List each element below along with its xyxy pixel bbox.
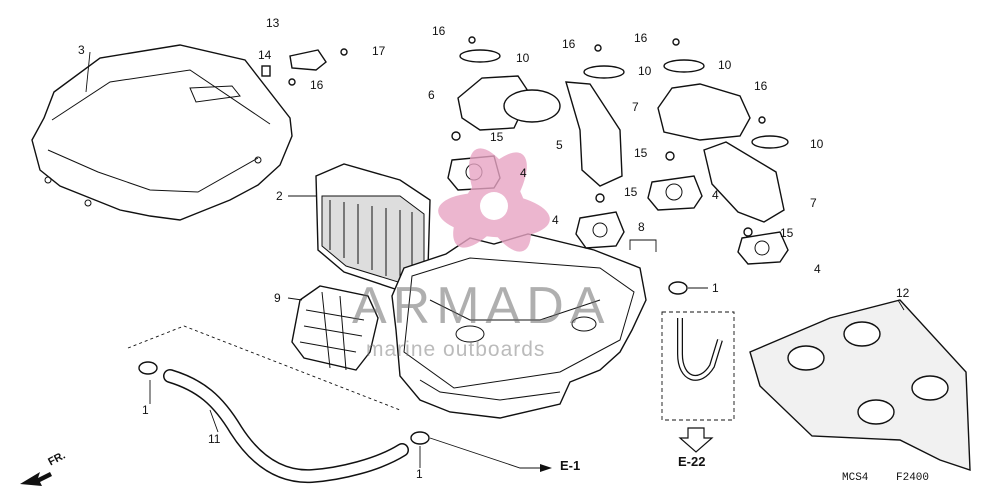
air-filter-element bbox=[315, 163, 431, 291]
callout-11: 11 bbox=[208, 432, 221, 446]
callout-10-b: 10 bbox=[638, 64, 652, 78]
figure-code-right: F2400 bbox=[896, 472, 930, 484]
reference-arrows bbox=[429, 437, 552, 472]
front-arrow-icon bbox=[20, 472, 52, 486]
leader-lines bbox=[85, 51, 905, 468]
callout-4-c: 4 bbox=[552, 213, 559, 227]
callout-13: 13 bbox=[266, 16, 280, 30]
callout-6: 6 bbox=[428, 88, 435, 102]
watermark-logo bbox=[438, 148, 550, 252]
callout-15-c: 15 bbox=[624, 185, 638, 199]
callout-16-b: 16 bbox=[432, 24, 446, 38]
construction-lines bbox=[127, 239, 657, 411]
clamps bbox=[138, 281, 688, 445]
callout-12: 12 bbox=[896, 286, 910, 300]
callout-2: 2 bbox=[276, 189, 283, 203]
callout-10-a: 10 bbox=[516, 51, 530, 65]
callout-1-c: 1 bbox=[712, 281, 719, 295]
callout-7-b: 7 bbox=[810, 196, 817, 210]
watermark-subtitle: marine outboards bbox=[366, 338, 546, 361]
intake-funnel bbox=[291, 285, 379, 371]
callout-14: 14 bbox=[258, 48, 272, 62]
callout-1-a: 1 bbox=[142, 403, 149, 417]
callout-10-d: 10 bbox=[810, 137, 824, 151]
callout-16-d: 16 bbox=[634, 31, 648, 45]
insulator-plate bbox=[749, 299, 971, 471]
callout-16-e: 16 bbox=[754, 79, 768, 93]
callout-9: 9 bbox=[274, 291, 281, 305]
intake-ducts bbox=[457, 75, 785, 223]
callout-4-d: 4 bbox=[814, 262, 821, 276]
e22-hose-box bbox=[661, 311, 735, 453]
callout-8: 8 bbox=[638, 220, 645, 234]
drain-tube bbox=[163, 369, 409, 484]
callout-16-c: 16 bbox=[562, 37, 576, 51]
air-cleaner-cover bbox=[31, 44, 293, 221]
callout-17: 17 bbox=[372, 44, 386, 58]
callout-15-a: 15 bbox=[490, 130, 504, 144]
callout-10-c: 10 bbox=[718, 58, 732, 72]
bands bbox=[459, 49, 789, 149]
callout-4-a: 4 bbox=[520, 166, 527, 180]
air-cleaner-case bbox=[391, 233, 647, 419]
watermark-title: ARMADA bbox=[352, 277, 611, 335]
callout-15-d: 15 bbox=[780, 226, 794, 240]
bolts bbox=[288, 36, 766, 237]
ref-e22: E-22 bbox=[678, 454, 706, 469]
callout-7-a: 7 bbox=[632, 100, 639, 114]
callout-16-a: 16 bbox=[310, 78, 324, 92]
figure-code-left: MCS4 bbox=[842, 472, 869, 484]
callout-5: 5 bbox=[556, 138, 563, 152]
callout-4-b: 4 bbox=[712, 188, 719, 202]
sensor bbox=[261, 49, 327, 77]
callout-15-b: 15 bbox=[634, 146, 648, 160]
callout-3: 3 bbox=[78, 43, 85, 57]
callout-1-b: 1 bbox=[416, 467, 423, 481]
ref-e1: E-1 bbox=[560, 458, 581, 473]
